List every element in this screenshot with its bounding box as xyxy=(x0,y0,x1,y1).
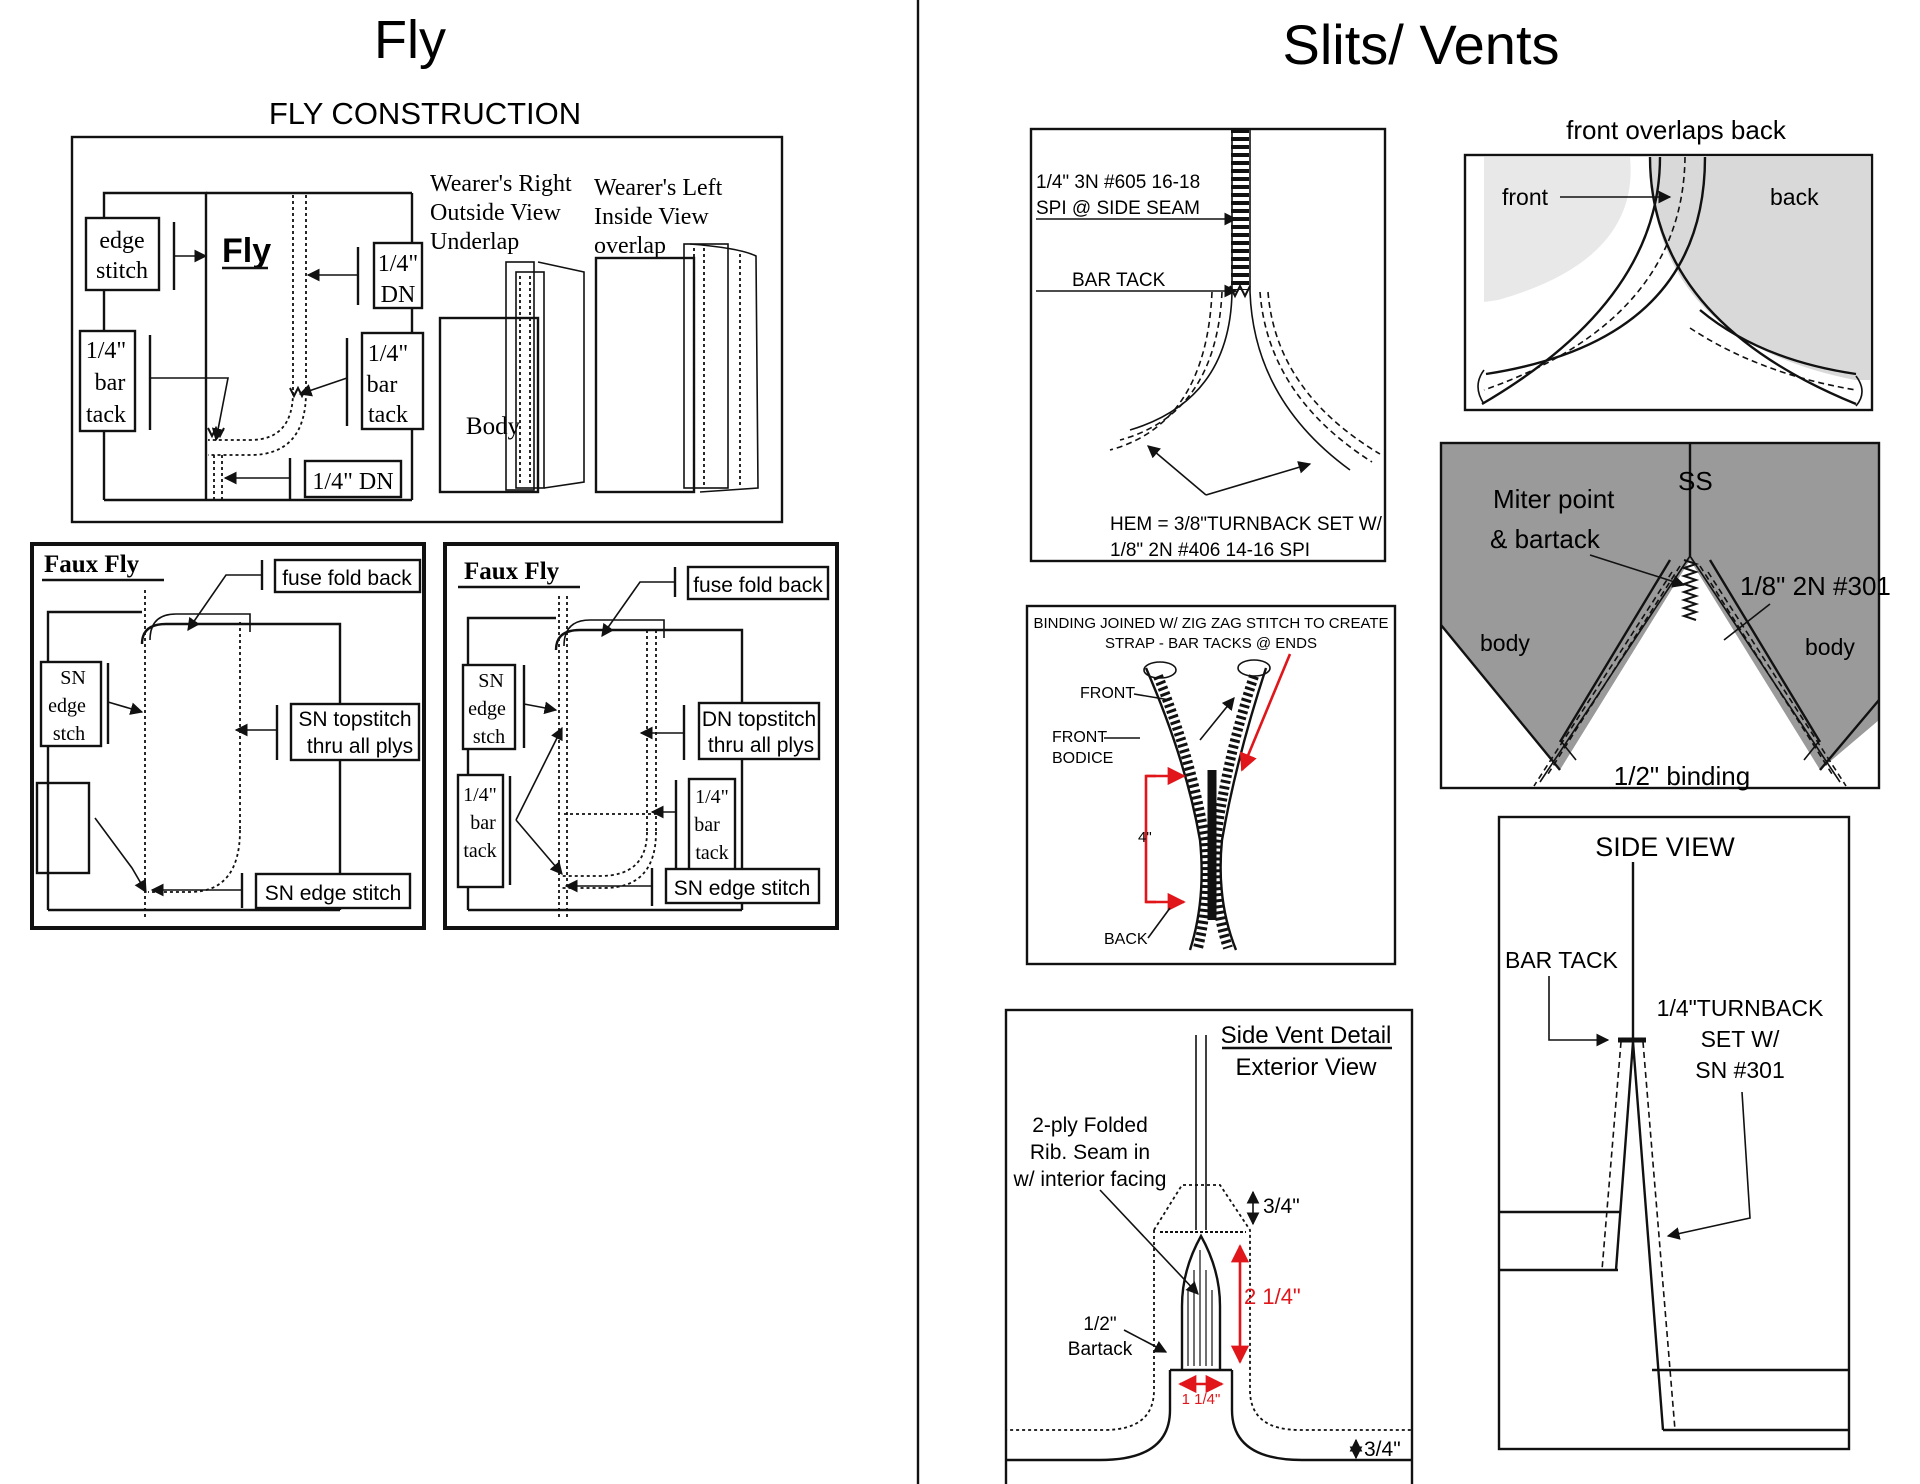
binding-four: 4" xyxy=(1138,829,1152,846)
faux-fly-1-fuse: fuse fold back xyxy=(282,567,412,590)
faux-fly-2-bar-left-1: 1/4" xyxy=(463,784,497,806)
faux-fly-2-fuse: fuse fold back xyxy=(693,574,823,597)
bar-tack-right-1: 1/4" xyxy=(368,341,408,367)
slits-title: Slits/ Vents xyxy=(1282,13,1559,76)
overlap-title: front overlaps back xyxy=(1566,115,1787,145)
dn-bottom: 1/4" DN xyxy=(312,469,393,495)
back-label: back xyxy=(1770,184,1819,210)
binding-bodice-1: FRONT xyxy=(1052,729,1107,746)
side-seam-label-1: 1/4" 3N #605 16-18 xyxy=(1036,172,1200,193)
faux-fly-2-bar-right-1: 1/4" xyxy=(695,786,729,808)
side-view-panel: SIDE VIEW BAR TACK 1/4"TURNBACK SET W/ S… xyxy=(1497,815,1851,1451)
side-seam-panel: 1/4" 3N #605 16-18 SPI @ SIDE SEAM BAR T… xyxy=(1029,127,1387,563)
faux-fly-1-panel: Faux Fly fuse fold back SN edge stch SN … xyxy=(30,542,426,930)
faux-fly-1-edge-stitch: SN edge stitch xyxy=(265,882,402,905)
binding-panel: BINDING JOINED W/ ZIG ZAG STITCH TO CREA… xyxy=(1025,604,1397,966)
hem-label-1: HEM = 3/8"TURNBACK SET W/ xyxy=(1110,514,1383,535)
binding-front: FRONT xyxy=(1080,685,1135,702)
faux-fly-1-title: Faux Fly xyxy=(44,551,140,578)
miter-panel: Miter point & bartack SS 1/8" 2N #301 bo… xyxy=(1439,441,1891,791)
vent-ply-3: w/ interior facing xyxy=(1013,1168,1167,1191)
faux-fly-1-sn-2: edge xyxy=(48,695,86,717)
faux-fly-2-panel: Faux Fly fuse fold back SN edge stch 1/4… xyxy=(443,542,839,930)
wearer-right-3: Underlap xyxy=(430,229,519,255)
wearer-right-2: Outside View xyxy=(430,200,561,226)
bar-tack-left-1: 1/4" xyxy=(86,338,126,364)
faux-fly-2-topstitch-1: DN topstitch xyxy=(702,708,816,731)
bar-tack-left-2: bar xyxy=(95,370,126,396)
wearer-right-1: Wearer's Right xyxy=(430,171,572,197)
vent-subtitle: Exterior View xyxy=(1236,1054,1378,1081)
edge-stitch-label-2: stitch xyxy=(96,258,148,284)
faux-fly-2-bar-right-3: tack xyxy=(695,842,728,864)
half-binding: 1/2" binding xyxy=(1614,761,1750,791)
faux-fly-2-bar-left-2: bar xyxy=(470,812,496,834)
faux-fly-2-sn-3: stch xyxy=(473,726,505,748)
body-left: body xyxy=(1480,630,1530,656)
vent-three-quarter-top: 3/4" xyxy=(1263,1195,1300,1218)
faux-fly-1-topstitch-1: SN topstitch xyxy=(298,708,411,731)
front-label: front xyxy=(1502,184,1549,210)
dn-top-1: 1/4" xyxy=(378,251,418,277)
fly-title: Fly xyxy=(374,10,446,70)
side-vent-panel: Side Vent Detail Exterior View 2-ply Fol… xyxy=(1004,1008,1414,1484)
dn-top-2: DN xyxy=(381,282,416,308)
faux-fly-2-topstitch-2: thru all plys xyxy=(708,734,814,757)
faux-fly-1-sn-3: stch xyxy=(53,723,85,745)
binding-back: BACK xyxy=(1104,931,1148,948)
turnback-2: SET W/ xyxy=(1701,1026,1780,1052)
binding-caption-2: STRAP - BAR TACKS @ ENDS xyxy=(1105,635,1317,652)
hem-label-2: 1/8" 2N #406 14-16 SPI xyxy=(1110,540,1310,561)
faux-fly-2-bar-left-3: tack xyxy=(463,840,496,862)
faux-fly-2-sn-2: edge xyxy=(468,698,506,720)
faux-fly-2-bar-right-2: bar xyxy=(694,814,720,836)
fly-construction-panel: Fly edge stitch 1/4" bar tack 1/4" DN 1/… xyxy=(70,135,784,524)
vent-one-quarter: 1 1/4" xyxy=(1182,1391,1221,1408)
wearer-left-2: Inside View xyxy=(594,204,709,230)
faux-fly-1-sn-1: SN xyxy=(60,667,86,689)
bar-tack-right-2: bar xyxy=(367,372,398,398)
fly-main-label: Fly xyxy=(222,232,271,270)
vent-half-1: 1/2" xyxy=(1083,1314,1116,1335)
wearer-left-1: Wearer's Left xyxy=(594,175,723,201)
vent-ply-1: 2-ply Folded xyxy=(1032,1114,1148,1137)
turnback-3: SN #301 xyxy=(1695,1057,1785,1083)
bar-tack-label: BAR TACK xyxy=(1072,270,1166,291)
binding-bodice-2: BODICE xyxy=(1052,750,1113,767)
fly-construction-title: FLY CONSTRUCTION xyxy=(269,96,581,131)
vent-title: Side Vent Detail xyxy=(1221,1022,1392,1049)
side-view-title: SIDE VIEW xyxy=(1595,832,1735,862)
bar-tack-right-3: tack xyxy=(368,402,408,428)
side-bar-tack: BAR TACK xyxy=(1505,947,1619,973)
vent-ply-2: Rib. Seam in xyxy=(1030,1141,1150,1164)
vent-two-quarter: 2 1/4" xyxy=(1244,1284,1301,1309)
miter-label-2: & bartack xyxy=(1490,524,1601,554)
binding-caption-1: BINDING JOINED W/ ZIG ZAG STITCH TO CREA… xyxy=(1033,615,1388,632)
body-right: body xyxy=(1805,634,1855,660)
vent-three-quarter-bottom: 3/4" xyxy=(1364,1438,1401,1461)
vent-half-2: Bartack xyxy=(1068,1339,1133,1360)
stitch-301: 1/8" 2N #301 xyxy=(1740,571,1891,601)
edge-stitch-label-1: edge xyxy=(99,228,144,254)
body-label: Body xyxy=(466,413,521,440)
wearer-left-3: overlap xyxy=(594,233,666,259)
miter-label-1: Miter point xyxy=(1493,484,1615,514)
faux-fly-2-sn-1: SN xyxy=(478,670,504,692)
turnback-1: 1/4"TURNBACK xyxy=(1657,995,1824,1021)
overlap-panel: front overlaps back front back xyxy=(1463,115,1874,412)
ss-label: SS xyxy=(1678,466,1713,496)
faux-fly-2-title: Faux Fly xyxy=(464,558,560,585)
bar-tack-left-3: tack xyxy=(86,402,126,428)
side-seam-label-2: SPI @ SIDE SEAM xyxy=(1036,198,1200,219)
faux-fly-1-topstitch-2: thru all plys xyxy=(307,735,413,758)
faux-fly-2-edge-stitch: SN edge stitch xyxy=(674,877,811,900)
